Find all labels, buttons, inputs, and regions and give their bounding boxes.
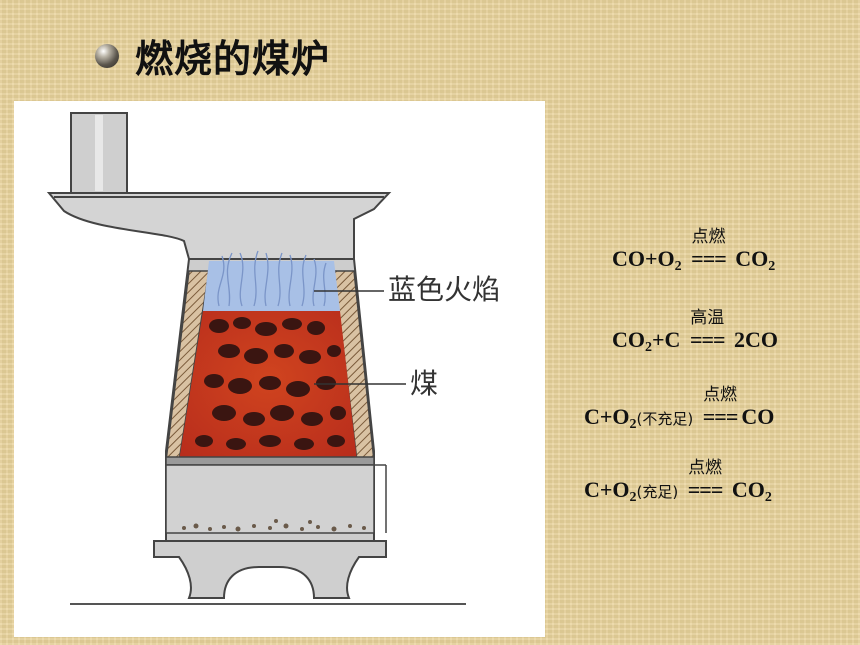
eq1-rhs: CO bbox=[735, 246, 769, 271]
label-coal: 煤 bbox=[410, 367, 438, 400]
bullet-icon bbox=[95, 43, 119, 68]
equation-4: C+O2(充足) 点燃 === CO2 bbox=[584, 458, 772, 505]
eq1-lhs: CO+O bbox=[612, 246, 675, 271]
stove-top-plate bbox=[46, 192, 392, 260]
ash-particles bbox=[182, 519, 366, 532]
eq4-condition: 点燃 === bbox=[687, 458, 724, 502]
label-blue-flame: 蓝色火焰 bbox=[388, 273, 500, 306]
slide-title: 燃烧的煤炉 bbox=[135, 37, 331, 81]
eq2-lhs: CO bbox=[612, 327, 645, 352]
equation-1: CO+O2 点燃 === CO2 bbox=[612, 227, 776, 274]
equation-2: CO2+C 高温 === 2CO bbox=[612, 308, 779, 355]
coal-lumps bbox=[195, 317, 346, 450]
stove-diagram: 蓝色火焰 煤 bbox=[14, 101, 545, 637]
stove-base bbox=[153, 540, 387, 599]
eq1-condition: 点燃 === bbox=[691, 227, 727, 271]
eq2-rhs: 2CO bbox=[734, 327, 779, 352]
eq4-rhs: CO bbox=[731, 477, 765, 502]
eq2-condition: 高温 === bbox=[689, 308, 726, 352]
grate bbox=[165, 456, 375, 466]
equation-3: C+O2(不充足) 点燃 === CO bbox=[584, 385, 775, 432]
eq4-lhs: C+O bbox=[584, 477, 630, 502]
slide-title-row: 燃烧的煤炉 bbox=[95, 28, 330, 83]
ash-pit bbox=[165, 464, 375, 534]
stove-illustration: 蓝色火焰 煤 bbox=[46, 112, 500, 605]
eq3-lhs: C+O bbox=[584, 404, 630, 429]
eq3-condition: 点燃 === bbox=[702, 385, 739, 429]
blue-flame-wisps bbox=[217, 250, 327, 307]
eq3-rhs: CO bbox=[741, 404, 775, 429]
flame-zone bbox=[203, 261, 340, 311]
